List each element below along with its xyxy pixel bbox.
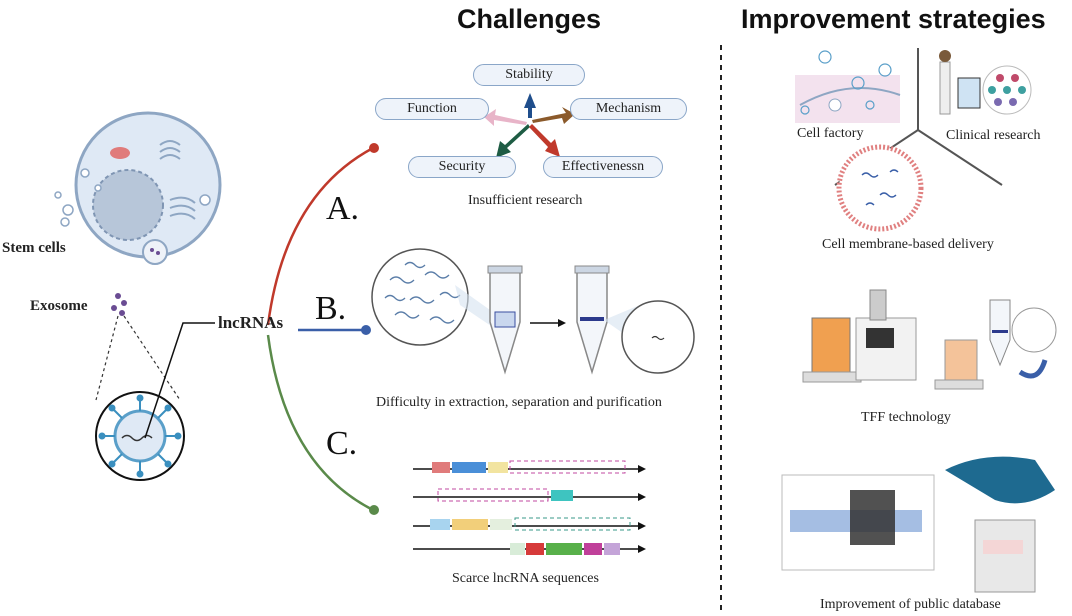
- mechanism-pill: Mechanism: [570, 98, 687, 120]
- rna-mixture-circle: [371, 248, 469, 346]
- lncrnas-label: lncRNAs: [218, 313, 284, 332]
- database-graphics: [781, 456, 1055, 593]
- exosome-dots: [111, 293, 127, 316]
- membrane-particle: [836, 144, 924, 232]
- branch-c-curve: [266, 334, 374, 512]
- public-database-caption: Improvement of public database: [820, 597, 1001, 612]
- stem-cell-illustration: [54, 111, 222, 265]
- effectiveness-pill: Effectivenessn: [543, 156, 663, 178]
- insufficient-research-caption: Insufficient research: [468, 193, 583, 208]
- branch-b-node: [361, 325, 371, 335]
- cell-factory-caption: Cell factory: [797, 126, 864, 141]
- tff-equipment: [802, 289, 1057, 390]
- cell-factory-illustration: [795, 50, 901, 123]
- stability-pill: Stability: [473, 64, 585, 86]
- branch-b-label: B.: [315, 290, 347, 327]
- tff-caption: TFF technology: [861, 410, 951, 425]
- purified-circle: [621, 300, 695, 374]
- branch-c-node: [369, 505, 379, 515]
- exosome-zoom: [95, 391, 185, 481]
- branch-a-label: A.: [326, 190, 360, 227]
- branch-a-curve: [266, 146, 374, 326]
- challenges-title: Challenges: [457, 4, 602, 34]
- tube-right: [574, 265, 610, 375]
- function-pill: Function: [375, 98, 489, 120]
- branch-a-node: [369, 143, 379, 153]
- scarce-sequences-caption: Scarce lncRNA sequences: [452, 571, 599, 586]
- branch-c-label: C.: [326, 425, 358, 462]
- tube-left: [487, 265, 523, 375]
- stem-cells-label: Stem cells: [2, 240, 66, 256]
- security-pill: Security: [408, 156, 516, 178]
- exosome-label: Exosome: [30, 298, 88, 314]
- clinical-research-caption: Clinical research: [946, 128, 1041, 143]
- clinical-research-illustration: [939, 50, 1032, 115]
- sequence-rows: [413, 460, 646, 555]
- membrane-delivery-caption: Cell membrane-based delivery: [822, 237, 994, 252]
- extraction-caption: Difficulty in extraction, separation and…: [376, 395, 662, 410]
- strategies-title: Improvement strategies: [741, 4, 1046, 34]
- research-arrows: [484, 93, 575, 158]
